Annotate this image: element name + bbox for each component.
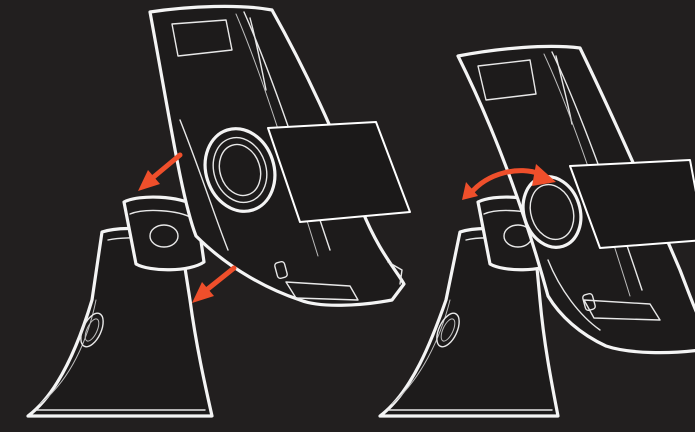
arrow-upper xyxy=(150,155,180,180)
panel-detach xyxy=(28,6,410,416)
panel-rotate xyxy=(380,46,695,416)
arrow-lower xyxy=(204,268,234,292)
